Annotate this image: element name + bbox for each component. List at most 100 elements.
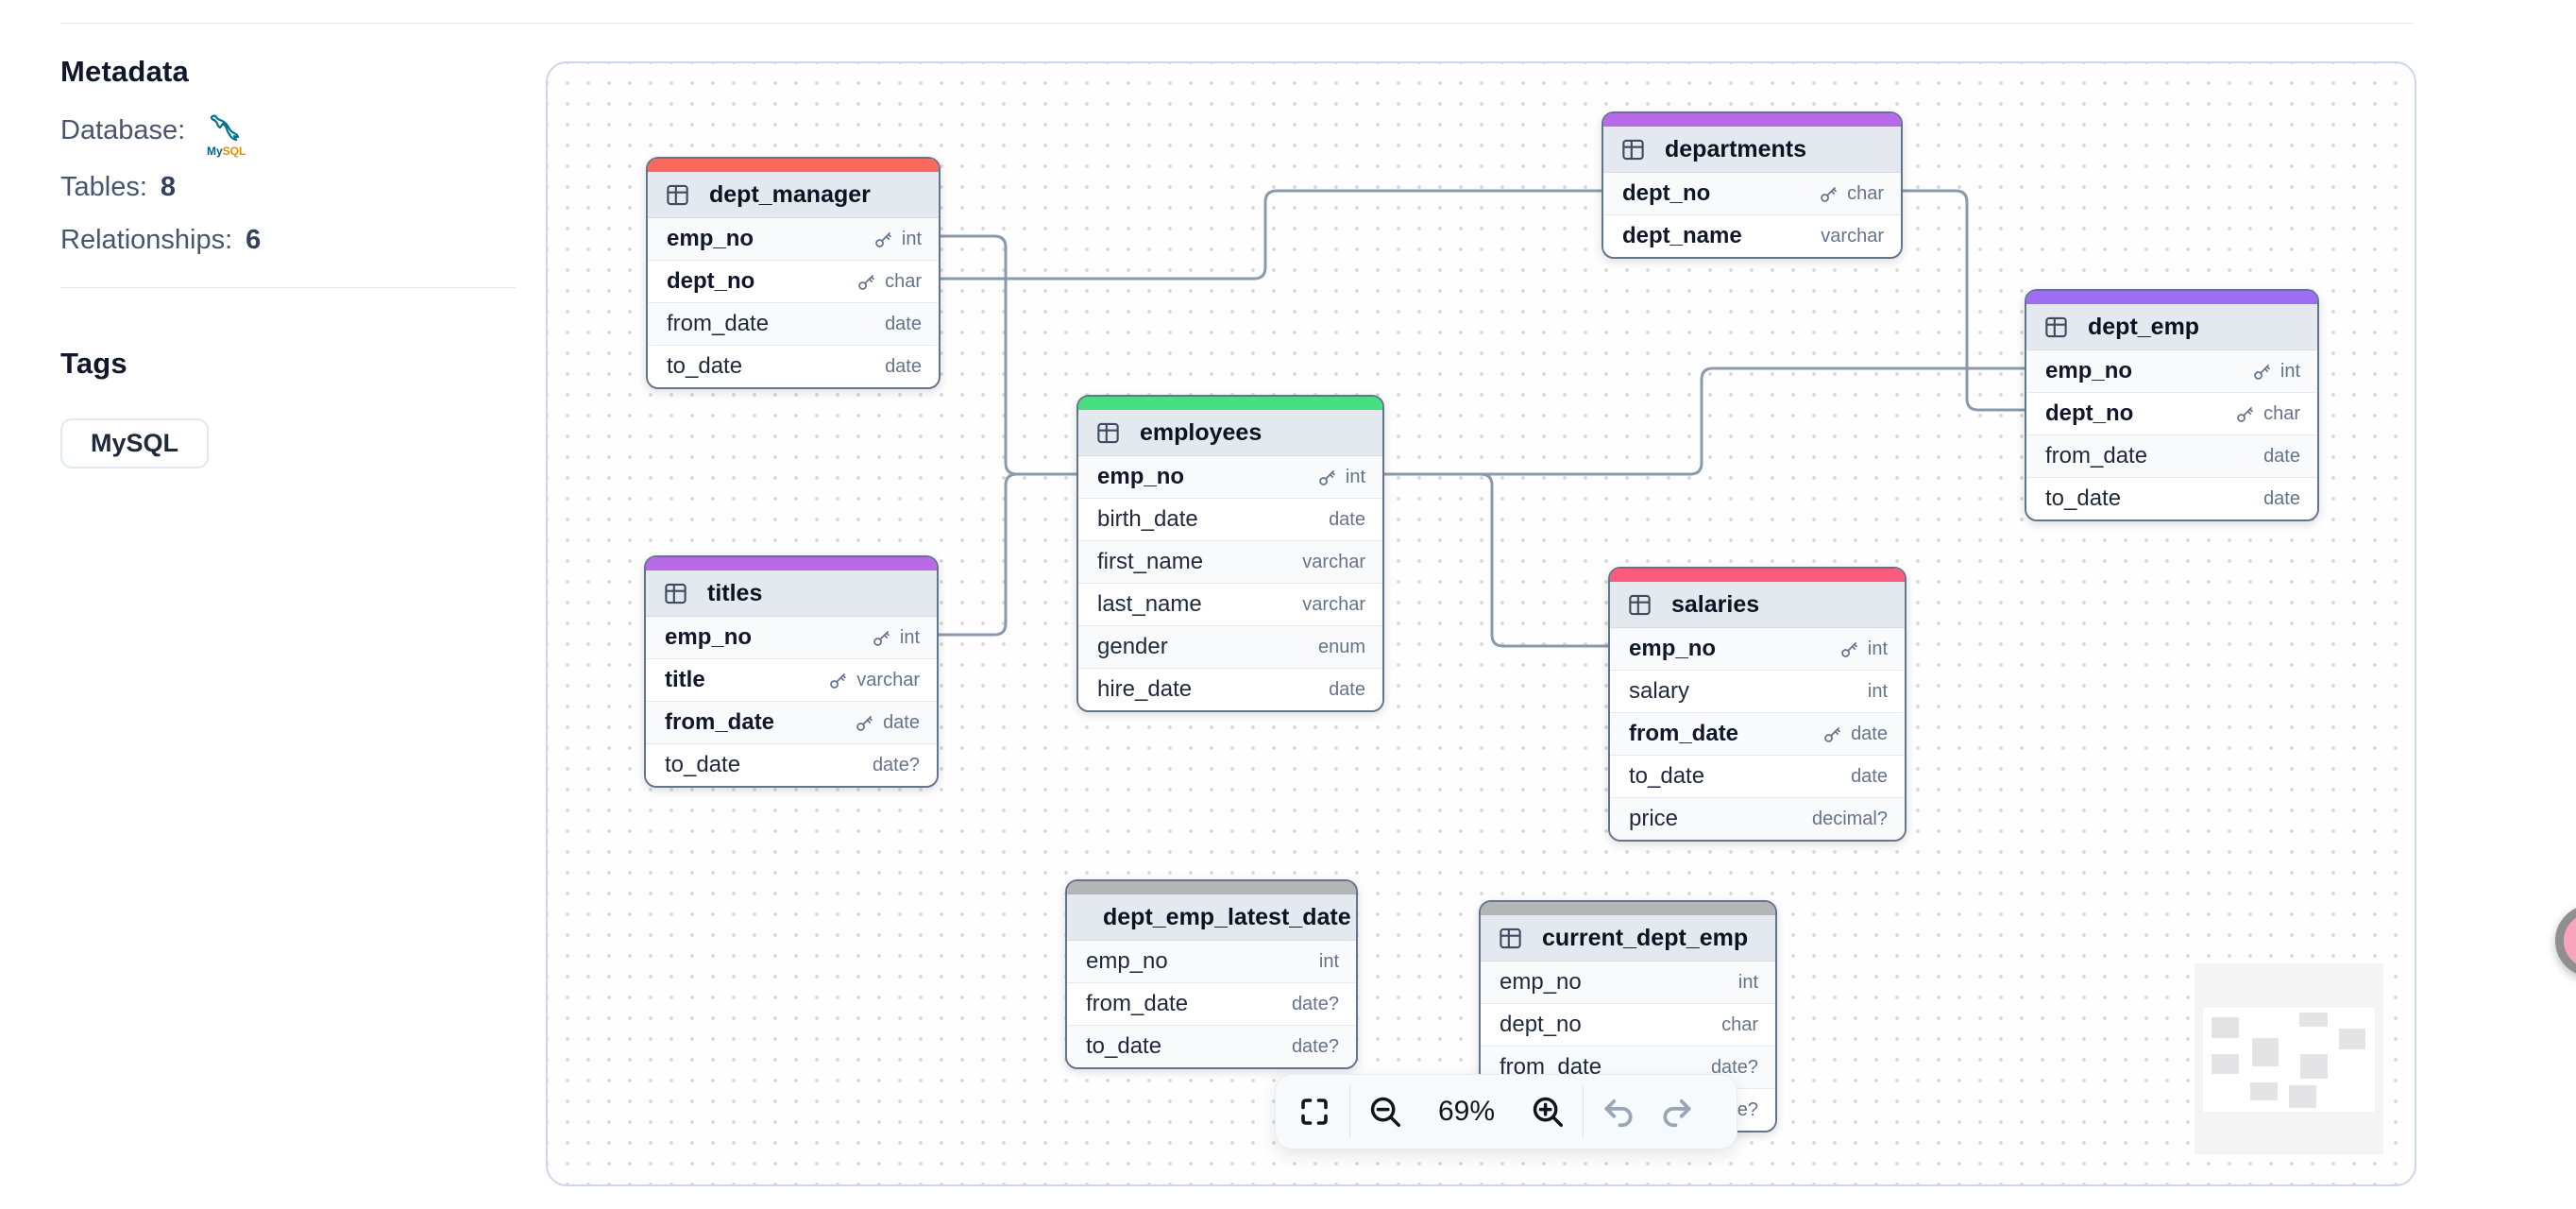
field-name: from_date	[1086, 991, 1189, 1016]
table-icon	[1097, 422, 1119, 443]
table-name: dept_manager	[709, 180, 871, 208]
field-name: dept_no	[667, 268, 755, 294]
field-name: dept_no	[1500, 1012, 1582, 1037]
field-name: emp_no	[665, 624, 753, 650]
field-row-from_date: from_date date	[648, 302, 939, 345]
zoom-in-button[interactable]	[1518, 1083, 1577, 1140]
field-type: varchar	[828, 670, 920, 691]
field-name: from_date	[667, 311, 770, 336]
key-icon	[858, 274, 874, 290]
top-divider	[60, 23, 2413, 24]
zoom-level: 69%	[1437, 1096, 1496, 1127]
field-row-first_name: first_name varchar	[1078, 540, 1382, 583]
floating-dollar-button[interactable]: $	[2555, 905, 2576, 977]
minimap-table-box	[2250, 1082, 2278, 1100]
table-header[interactable]: dept_manager	[648, 172, 939, 218]
relationships-label: Relationships:	[60, 224, 233, 255]
table-header[interactable]: dept_emp_latest_date	[1067, 894, 1356, 941]
table-header[interactable]: titles	[646, 570, 937, 617]
table-icon	[1629, 594, 1651, 615]
table-accent-bar	[1078, 397, 1382, 410]
field-type: varchar	[1821, 225, 1884, 247]
tag-mysql[interactable]: MySQL	[60, 418, 210, 468]
field-type: date?	[872, 754, 920, 775]
tags-section: Tags MySQL	[60, 347, 514, 468]
minimap-table-box	[2339, 1029, 2365, 1049]
minimap-table-box	[2212, 1054, 2239, 1074]
field-name: first_name	[1097, 549, 1204, 574]
minimap-table-box	[2300, 1054, 2328, 1079]
tables-label: Tables:	[60, 171, 147, 202]
database-label: Database:	[60, 114, 186, 145]
metadata-title: Metadata	[60, 55, 189, 88]
table-header[interactable]: dept_emp	[2026, 304, 2317, 350]
field-name: to_date	[667, 353, 743, 379]
table-name: dept_emp_latest_date	[1103, 903, 1351, 930]
field-type: varchar	[1302, 551, 1365, 572]
table-accent-bar	[646, 557, 937, 570]
field-type: date	[885, 313, 922, 334]
zoom-out-icon	[1370, 1097, 1400, 1127]
table-accent-bar	[2026, 291, 2317, 304]
redo-button[interactable]	[1648, 1083, 1706, 1140]
key-icon	[1319, 469, 1335, 485]
key-icon	[2237, 406, 2253, 422]
canvas-toolbar: 69%	[1275, 1074, 1737, 1149]
field-name: to_date	[1086, 1033, 1162, 1059]
tables-count: 8	[160, 171, 177, 202]
table-name: current_dept_emp	[1542, 924, 1749, 951]
relationships-count: 6	[246, 224, 262, 255]
field-type: date?	[1291, 1035, 1339, 1057]
fit-view-button[interactable]	[1285, 1083, 1344, 1140]
table-accent-bar	[1481, 902, 1775, 915]
field-name: dept_no	[2045, 400, 2134, 426]
table-header[interactable]: departments	[1603, 127, 1901, 173]
table-header[interactable]: current_dept_emp	[1481, 915, 1775, 962]
field-type: char	[856, 271, 922, 293]
table-header[interactable]: employees	[1078, 410, 1382, 456]
table-header[interactable]: salaries	[1610, 582, 1905, 628]
field-name: price	[1629, 806, 1679, 831]
field-type: int	[1317, 467, 1365, 488]
table-name: dept_emp	[2088, 313, 2200, 340]
field-type: int	[1737, 971, 1758, 993]
tags-title: Tags	[60, 347, 127, 380]
field-type: date	[1851, 765, 1888, 787]
svg-text:MySQL: MySQL	[207, 145, 246, 158]
mysql-logo-icon: MySQL	[207, 114, 246, 158]
table-accent-bar	[1603, 113, 1901, 127]
field-type: int	[873, 229, 922, 250]
field-type: date	[1822, 724, 1888, 745]
field-row-dept_no: dept_no char	[648, 260, 939, 302]
field-type: char	[2235, 403, 2300, 425]
zoom-in-icon	[1533, 1097, 1563, 1127]
zoom-out-button[interactable]	[1356, 1083, 1415, 1140]
field-type: int	[1318, 950, 1339, 972]
undo-button[interactable]	[1589, 1083, 1648, 1140]
minimap[interactable]	[2195, 963, 2383, 1154]
field-name: dept_name	[1622, 223, 1742, 248]
key-icon	[873, 630, 890, 646]
relationships-row: Relationships: 6	[60, 219, 514, 261]
field-type: char	[1721, 1013, 1758, 1035]
field-row-dept_name: dept_name varchar	[1603, 214, 1901, 257]
field-name: emp_no	[1500, 969, 1582, 995]
